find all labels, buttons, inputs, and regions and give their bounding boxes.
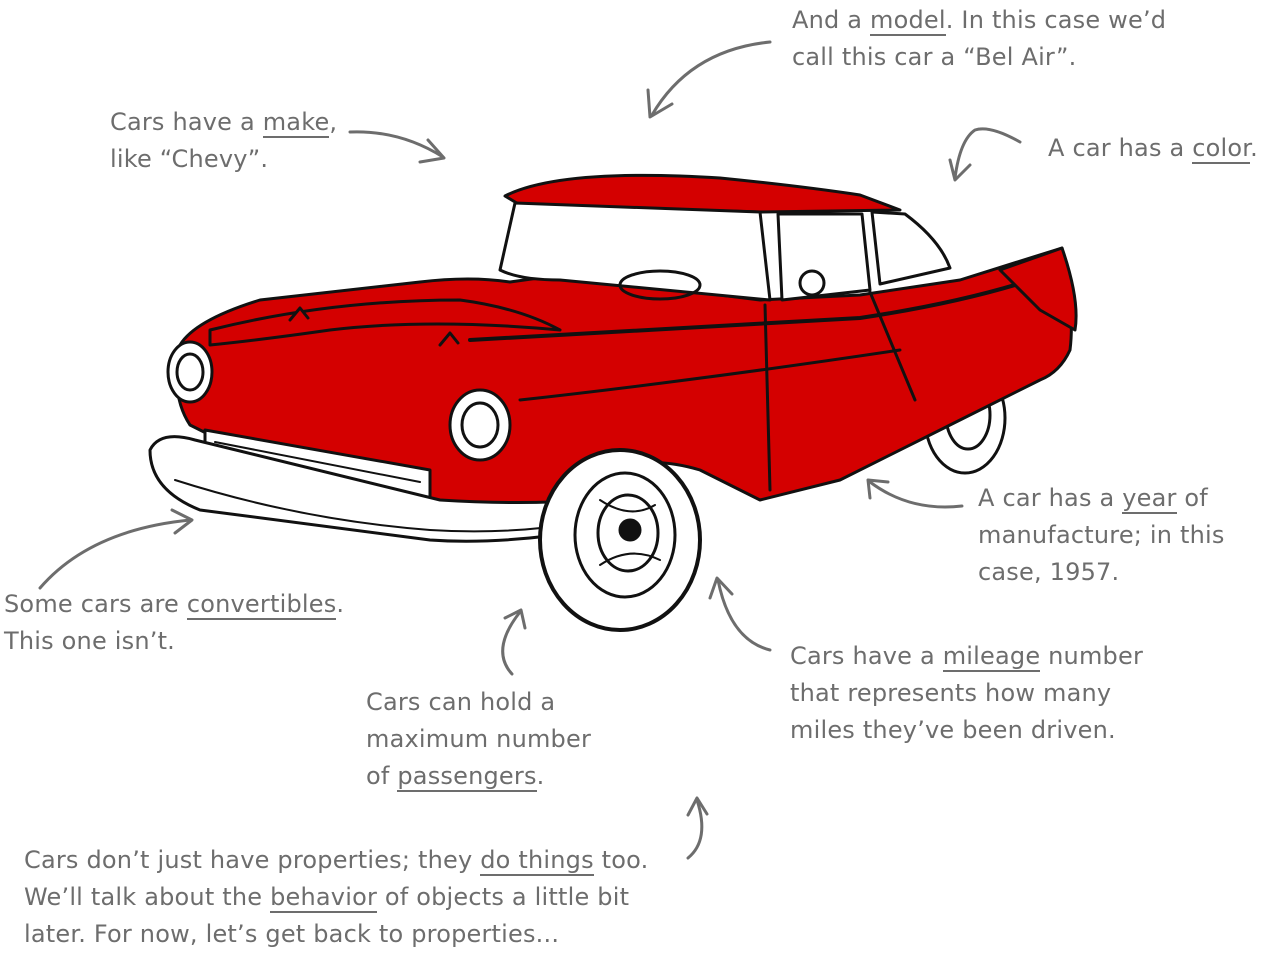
annotation-year-pre: A car has a — [978, 484, 1123, 512]
annotation-behavior-do-things: do things — [480, 846, 594, 876]
annotation-passengers-key: passengers — [397, 762, 537, 792]
annotation-make-post: , — [329, 108, 338, 136]
annotation-passengers-line1: Cars can hold a — [366, 688, 556, 716]
arrow-make — [348, 130, 445, 159]
annotation-behavior: Cars don’t just have properties; they do… — [24, 842, 648, 953]
annotation-convertibles-key: convertibles — [186, 590, 337, 620]
annotation-behavior-l1-post: too. — [593, 846, 649, 874]
annotation-model-pre: And a — [792, 6, 871, 34]
annotation-convertibles-post: . — [336, 590, 345, 618]
annotation-color-pre: A car has a — [1048, 134, 1193, 162]
annotation-mileage-post: number — [1040, 642, 1144, 670]
annotation-passengers-line2: maximum number — [366, 725, 592, 753]
annotation-convertibles-pre: Some cars are — [4, 590, 187, 618]
rear-side-window — [870, 210, 952, 286]
annotation-make-key: make — [262, 108, 330, 138]
annotation-make: Cars have a make, like “Chevy”. — [110, 104, 337, 178]
annotation-behavior-key: behavior — [270, 883, 378, 913]
annotation-model: And a model. In this case we’d call this… — [792, 2, 1166, 76]
annotation-convertibles: Some cars are convertibles. This one isn… — [4, 586, 344, 660]
annotation-color-post: . — [1250, 134, 1258, 162]
annotation-mileage-line3: miles they’ve been driven. — [790, 716, 1116, 744]
annotation-year-key: year — [1122, 484, 1177, 514]
annotation-behavior-l2-pre: We’ll talk about the — [24, 883, 271, 911]
arrow-color — [953, 127, 1022, 180]
annotation-behavior-line3: later. For now, let’s get back to proper… — [24, 920, 560, 948]
annotation-mileage-line2: that represents how many — [790, 679, 1112, 707]
annotation-behavior-l1-pre: Cars don’t just have properties; they — [24, 846, 481, 874]
annotation-year-line3: case, 1957. — [978, 558, 1120, 586]
annotation-mileage-pre: Cars have a — [790, 642, 943, 670]
annotation-model-key: model — [870, 6, 946, 36]
annotation-mileage: Cars have a mileage number that represen… — [790, 638, 1143, 749]
annotation-year: A car has a year of manufacture; in this… — [978, 480, 1225, 591]
annotation-convertibles-line2: This one isn’t. — [4, 627, 176, 655]
annotation-model-post: . In this case we’d — [945, 6, 1167, 34]
annotation-year-post: of — [1176, 484, 1208, 512]
annotation-passengers-post: . — [536, 762, 545, 790]
annotation-passengers: Cars can hold a maximum number of passen… — [366, 684, 591, 795]
annotation-passengers-pre: of — [366, 762, 398, 790]
car-roof — [503, 173, 902, 214]
arrow-mileage — [716, 578, 772, 652]
arrow-model — [650, 40, 772, 117]
arrow-year — [868, 480, 964, 509]
annotation-model-line2: call this car a “Bel Air”. — [792, 43, 1077, 71]
annotation-mileage-key: mileage — [942, 642, 1041, 672]
arrow-passengers — [501, 610, 522, 676]
annotation-color-key: color — [1192, 134, 1251, 164]
annotation-make-pre: Cars have a — [110, 108, 263, 136]
annotation-color: A car has a color. — [1048, 130, 1258, 167]
annotation-year-line2: manufacture; in this — [978, 521, 1225, 549]
annotation-behavior-l2-post: of objects a little bit — [377, 883, 630, 911]
arrow-convertibles — [38, 518, 192, 590]
arrow-behavior — [686, 798, 704, 860]
windshield — [498, 201, 772, 302]
annotation-make-line2: like “Chevy”. — [110, 145, 269, 173]
